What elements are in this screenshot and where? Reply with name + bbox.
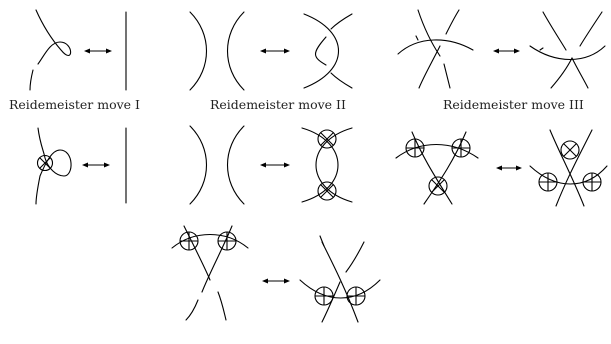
move-3-left-configuration [397,9,474,89]
move-3-arrow [493,48,520,54]
move-3-right-configuration [529,11,606,89]
move-1-kink [29,9,72,91]
virtual-move-3-left-configuration [395,131,479,205]
mixed-move-left-configuration [171,225,249,321]
virtual-move-1-kink [35,127,72,205]
move-2-arrow [260,48,290,54]
virtual-crossing-icon [36,154,54,172]
virtual-move-2-separate-strands [189,125,245,205]
virtual-crossing-icon [428,176,448,196]
move-2-separate-strands [189,11,245,91]
mixed-move-arrow [262,278,290,284]
virtual-crossing-icon [560,140,580,160]
mixed-move-right-configuration [299,235,381,323]
virtual-crossing-icon [317,181,337,201]
virtual-crossing-icon [317,129,337,149]
caption-move-2: Reidemeister move II [210,97,346,112]
virtual-move-2-crossed-strands [301,127,353,203]
caption-move-3: Reidemeister move III [443,97,584,112]
virtual-move-2-arrow [260,162,290,168]
move-1-arrow [84,48,112,54]
virtual-move-3-arrow [496,165,522,171]
caption-move-1: Reidemeister move I [9,97,140,112]
move-2-crossed-strands [303,13,353,89]
virtual-move-3-right-configuration [529,129,608,207]
virtual-move-1-arrow [82,162,110,168]
